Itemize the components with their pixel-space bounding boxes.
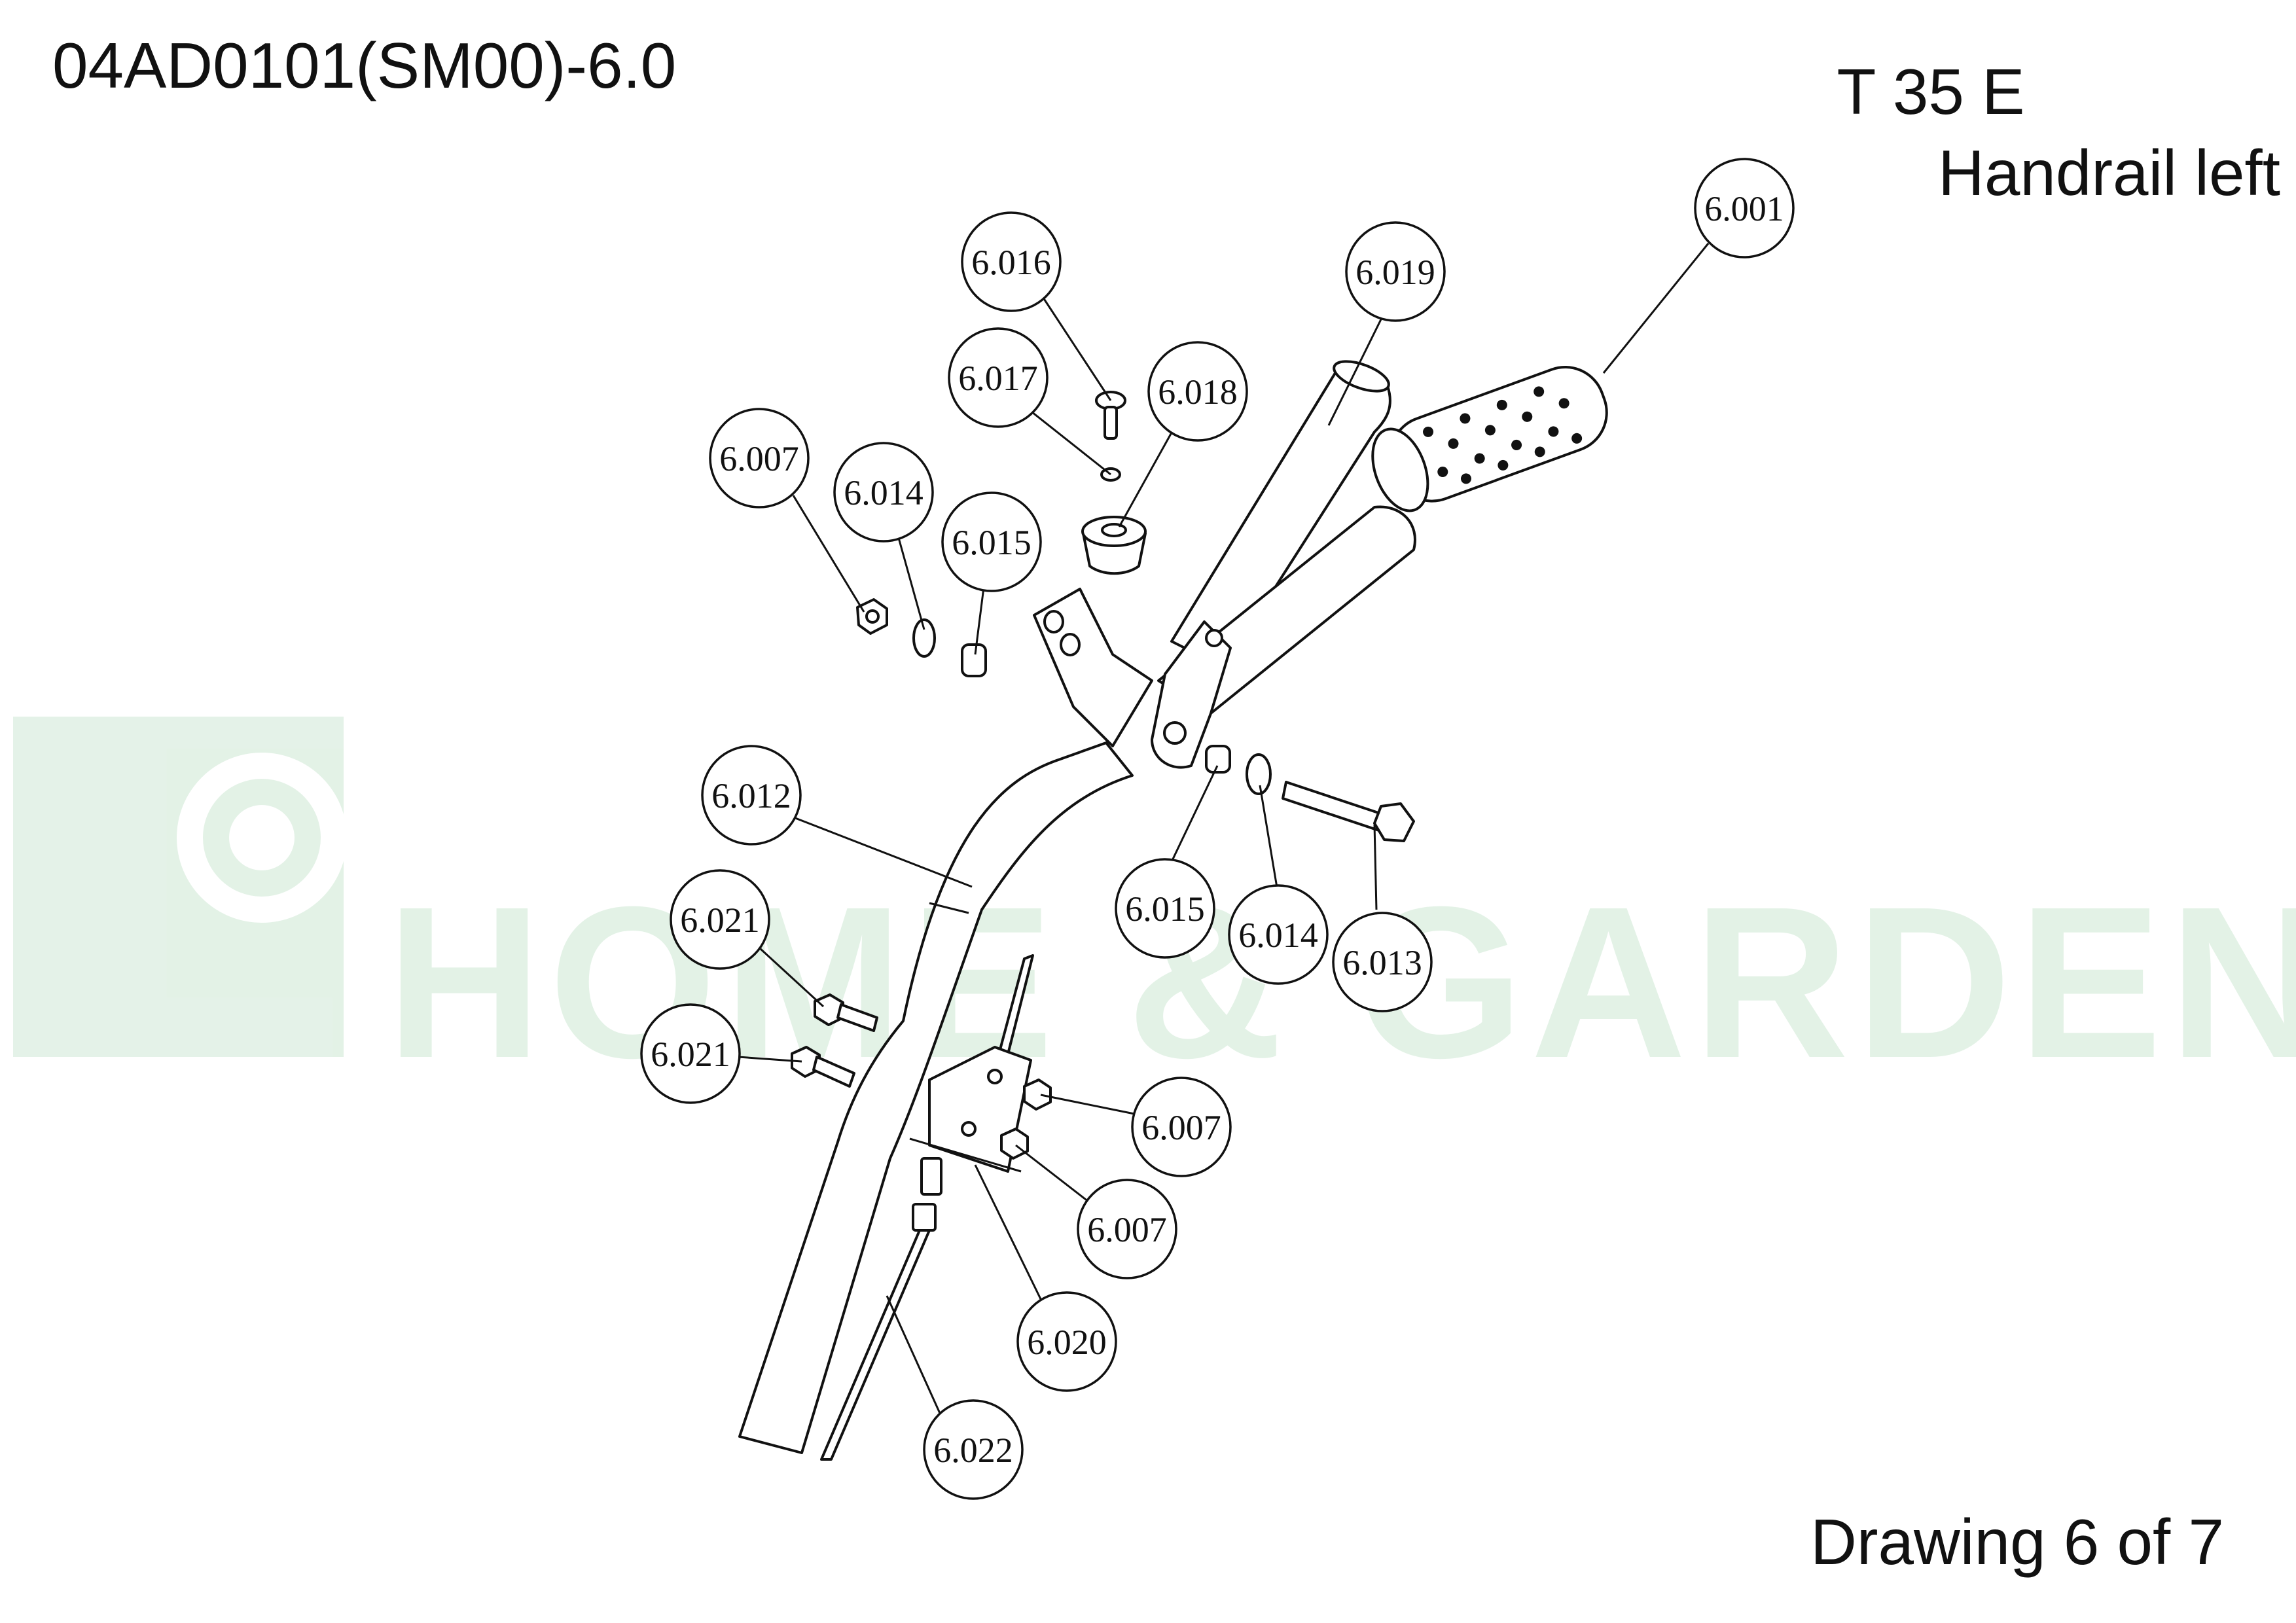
svg-text:6.014: 6.014 [844,473,924,512]
callout-6007-bracket-1: 6.007 [1131,1077,1232,1177]
callout-6021-a: 6.021 [670,869,770,970]
screw [1095,391,1126,440]
callout-6013: 6.013 [1332,912,1433,1012]
callout-6015-right: 6.015 [1115,858,1215,959]
callout-6015-upper: 6.015 [941,491,1042,592]
svg-text:6.017: 6.017 [958,359,1038,398]
watermark-logo-spiral [177,753,347,923]
svg-text:6.012: 6.012 [711,776,791,815]
callout-6014-upper: 6.014 [833,442,934,543]
callout-6019: 6.019 [1345,221,1446,322]
spacer-right [1205,745,1231,774]
leader-lines [738,243,1710,1424]
washer-right [1246,753,1272,795]
svg-text:6.016: 6.016 [971,243,1051,282]
svg-text:6.015: 6.015 [952,523,1031,562]
svg-text:6.022: 6.022 [933,1431,1013,1470]
svg-text:6.007: 6.007 [1141,1108,1221,1147]
handle-grip [1371,365,1608,512]
callouts: 6.001 6.016 6.019 6.017 6.018 6.007 6.01… [640,158,1795,1500]
screw-021-b [791,1046,855,1088]
svg-text:6.020: 6.020 [1027,1323,1107,1362]
upper-tube [1170,372,1391,669]
bracket-plate [1033,588,1153,747]
svg-text:6.007: 6.007 [719,439,799,478]
bolt [1282,781,1415,842]
washer-upper [912,618,936,658]
callout-6020: 6.020 [1016,1291,1117,1392]
cable [820,1157,942,1461]
svg-text:6.021: 6.021 [651,1035,730,1074]
callout-6012: 6.012 [701,745,802,846]
callout-6022: 6.022 [923,1399,1024,1500]
nut-upper [856,598,888,635]
drawing-title: Handrail left [1938,137,2280,209]
svg-text:6.018: 6.018 [1158,372,1238,412]
model-name: T 35 E [1837,56,2025,128]
spacer-upper [961,643,987,677]
nut-bracket-1 [1023,1079,1052,1111]
main-tube [738,741,1134,1454]
callout-6017: 6.017 [948,327,1049,428]
callout-6016: 6.016 [961,211,1062,312]
callout-6007-bracket-2: 6.007 [1077,1179,1177,1279]
callout-6001: 6.001 [1694,158,1795,259]
svg-text:6.015: 6.015 [1125,889,1205,929]
callout-6021-b: 6.021 [640,1003,741,1104]
parts [738,360,1608,1461]
watermark-logo [13,717,344,1057]
svg-text:6.001: 6.001 [1704,189,1784,228]
callout-6014-right: 6.014 [1228,884,1329,985]
svg-text:6.007: 6.007 [1087,1210,1167,1249]
nut-bracket-2 [1000,1128,1029,1160]
callout-6018: 6.018 [1147,341,1248,442]
svg-text:6.014: 6.014 [1238,916,1318,955]
svg-text:6.013: 6.013 [1342,943,1422,982]
svg-text:6.019: 6.019 [1355,253,1435,292]
callout-6007-upper: 6.007 [709,408,810,508]
document-code: 04AD0101(SM00)-6.0 [52,29,677,101]
screw-021-a [814,993,878,1032]
bushing [1081,516,1147,575]
svg-text:6.021: 6.021 [680,901,760,940]
drawing-number: Drawing 6 of 7 [1810,1506,2224,1578]
